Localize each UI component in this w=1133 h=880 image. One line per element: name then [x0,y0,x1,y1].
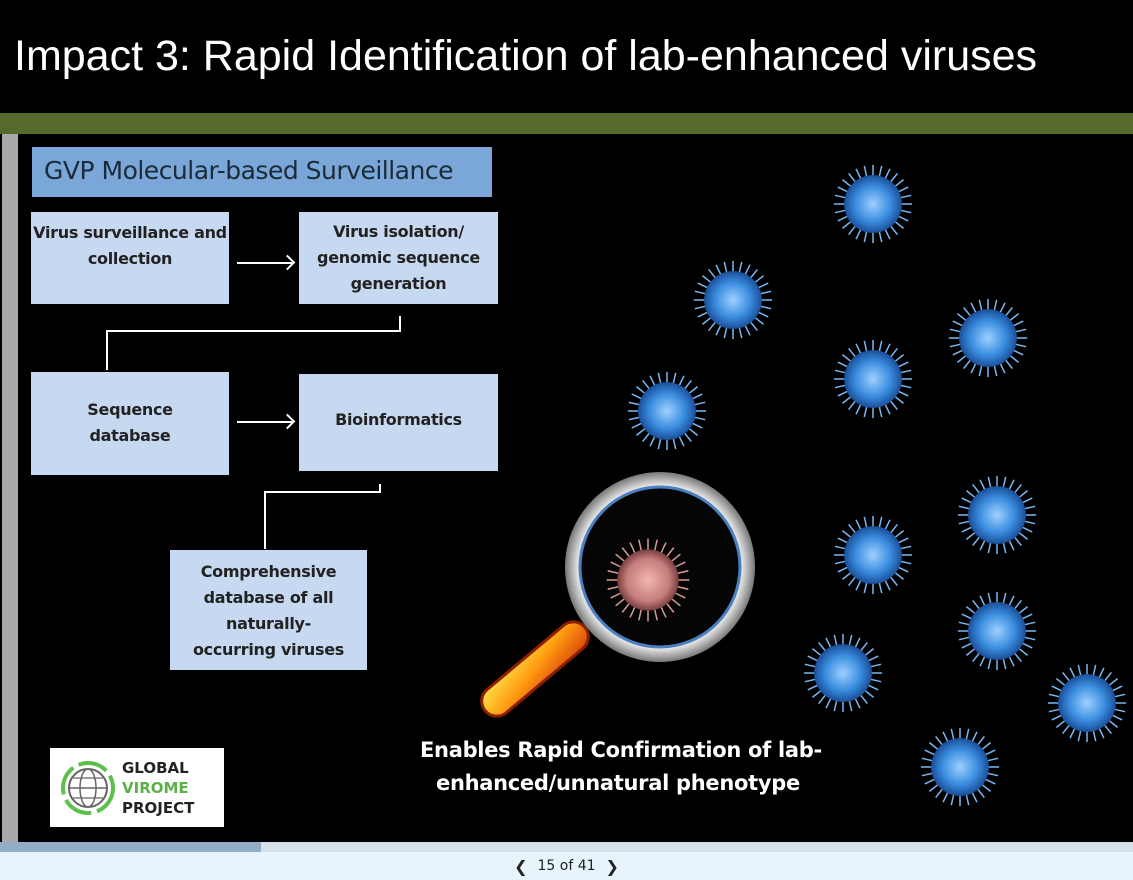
logo-text-virome: VIROME [122,778,189,797]
logo-text-global: GLOBAL [122,758,189,777]
flow-box-comprehensive-database: Comprehensive database of all naturally-… [170,550,367,670]
connector [106,330,401,332]
slide-title: Impact 3: Rapid Identification of lab-en… [0,0,1133,113]
virus-particle [1047,663,1127,743]
virus-illustration [480,164,1127,807]
virus-particle [920,727,1000,807]
title-divider-band [0,113,1133,134]
connector [106,330,108,370]
virus-particle [803,633,883,713]
virus-particle [957,475,1037,555]
slide-navigation: ❮ 15 of 41 ❯ [0,852,1133,880]
progress-fill [0,842,261,852]
magnifying-glass-icon [480,472,755,718]
virus-particle [833,515,913,595]
left-edge-strip [2,134,18,846]
connector [264,491,381,493]
flow-box-surveillance: Virus surveillance and collection [31,212,229,304]
chevron-right-icon[interactable]: ❯ [605,856,619,876]
flow-box-isolation: Virus isolation/ genomic sequence genera… [299,212,498,304]
logo-text-project: PROJECT [122,798,195,817]
connector [379,484,381,493]
virus-particle [627,371,707,451]
section-heading: GVP Molecular-based Surveillance [32,147,492,197]
page-indicator: 15 of 41 [537,858,596,874]
presentation-progress-bar[interactable] [0,842,1133,852]
magnifier-handle [480,620,590,718]
flow-box-sequence-database: Sequence database [31,372,229,475]
global-virome-project-logo: GLOBAL VIROME PROJECT [50,748,224,827]
virus-particle [833,339,913,419]
connector [399,316,401,331]
arrow-right [237,421,292,423]
virus-particle [957,591,1037,671]
flow-box-bioinformatics: Bioinformatics [299,374,498,471]
chevron-left-icon[interactable]: ❮ [514,856,528,876]
virus-particle [833,164,913,244]
virus-particle [693,260,773,340]
caption-line-1: Enables Rapid Confirmation of lab- [420,738,822,762]
target-virus [606,538,690,622]
slide-caption: Enables Rapid Confirmation of lab- enhan… [420,734,840,800]
virus-particle [948,298,1028,378]
connector [264,491,266,549]
virus-particle [606,538,690,622]
arrow-right [237,262,292,264]
globe-icon [61,760,115,815]
caption-line-2: enhanced/unnatural phenotype [436,771,800,795]
